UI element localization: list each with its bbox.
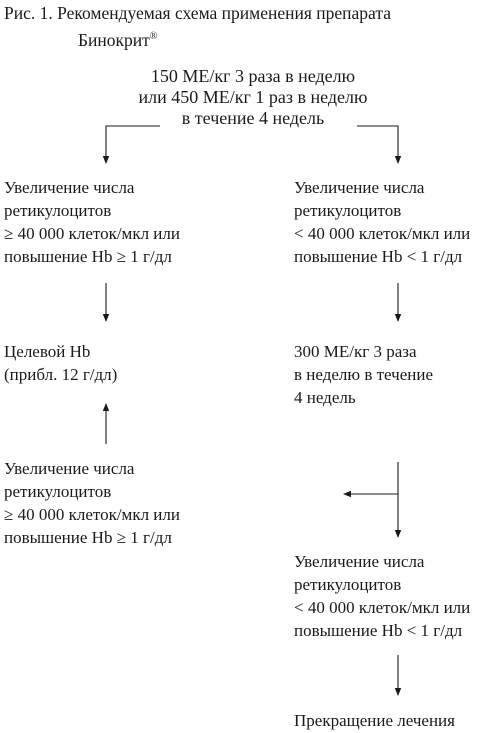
- node-line: 4 недель: [294, 388, 356, 407]
- node-line: ретикулоцитов: [294, 575, 402, 594]
- caption-line-1: Рис. 1. Рекомендуемая схема применения п…: [4, 3, 391, 23]
- increase-dose-node: 300 МЕ/кг 3 раза в неделю в течение 4 не…: [294, 340, 433, 409]
- left-response-node-2: Увеличение числа ретикулоцитов ≥ 40 000 …: [4, 457, 180, 549]
- node-line: повышение Hb < 1 г/дл: [294, 621, 463, 640]
- registered-mark: ®: [149, 31, 158, 42]
- figure-caption: Рис. 1. Рекомендуемая схема применения п…: [4, 2, 391, 52]
- node-line: ретикулоцитов: [4, 201, 112, 220]
- start-dose-line: или 450 МЕ/кг 1 раз в неделю: [138, 87, 368, 107]
- start-dose-line: в течение 4 недель: [181, 108, 325, 128]
- target-hb-node: Целевой Hb (прибл. 12 г/дл): [4, 340, 117, 386]
- stop-treatment-node: Прекращение лечения: [294, 709, 455, 732]
- arrow-start-to-left: [102, 125, 160, 164]
- node-line: Увеличение числа: [4, 459, 135, 478]
- start-dose-line: 150 МЕ/кг 3 раза в неделю: [150, 66, 356, 86]
- node-line: (прибл. 12 г/дл): [4, 365, 118, 384]
- node-line: Увеличение числа: [4, 178, 135, 197]
- caption-line-2: Бинокрит®: [4, 25, 391, 52]
- node-line: ≥ 40 000 клеток/мкл или: [4, 224, 180, 243]
- node-line: ретикулоцитов: [4, 482, 112, 501]
- node-line: повышение Hb < 1 г/дл: [294, 247, 463, 266]
- node-line: Прекращение лечения: [294, 711, 455, 730]
- node-line: ≥ 40 000 клеток/мкл или: [4, 505, 180, 524]
- node-line: повышение Hb ≥ 1 г/дл: [4, 247, 172, 266]
- node-line: в неделю в течение: [294, 365, 433, 384]
- node-line: повышение Hb ≥ 1 г/дл: [4, 528, 172, 547]
- right-response-node-2: Увеличение числа ретикулоцитов < 40 000 …: [294, 550, 470, 642]
- arrow-start-to-right: [357, 125, 402, 164]
- node-line: Увеличение числа: [294, 552, 425, 571]
- node-line: < 40 000 клеток/мкл или: [294, 598, 471, 617]
- drug-name: Бинокрит: [78, 29, 150, 50]
- node-line: ретикулоцитов: [294, 201, 402, 220]
- right-response-node-1: Увеличение числа ретикулоцитов < 40 000 …: [294, 176, 470, 268]
- node-line: Целевой Hb: [4, 342, 91, 361]
- node-line: Увеличение числа: [294, 178, 425, 197]
- node-line: < 40 000 клеток/мкл или: [294, 224, 471, 243]
- node-line: 300 МЕ/кг 3 раза: [294, 342, 417, 361]
- left-response-node-1: Увеличение числа ретикулоцитов ≥ 40 000 …: [4, 176, 180, 268]
- start-dose-node: 150 МЕ/кг 3 раза в неделю или 450 МЕ/кг …: [108, 66, 398, 129]
